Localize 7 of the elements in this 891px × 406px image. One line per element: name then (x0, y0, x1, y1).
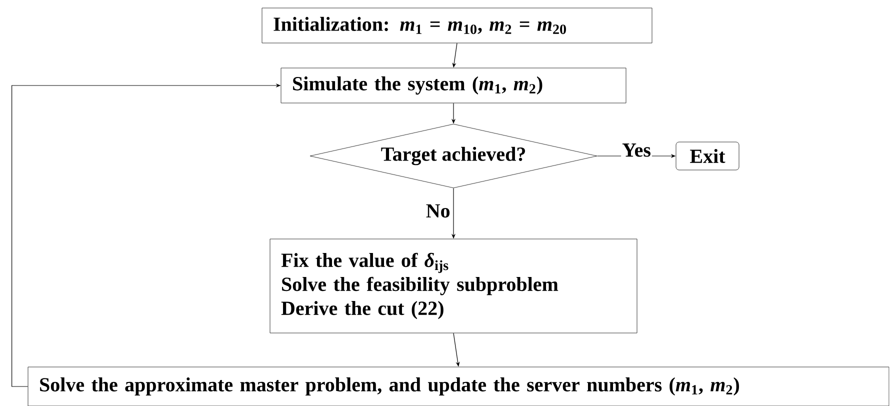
process-box: Simulate the system (m$_{1}$, m$_{2}$) (280, 68, 626, 104)
process-box: Solve the approximate master problem, and update the server numbers (m$_{1}$, m$_{2}$) (28, 366, 890, 406)
process-box: Initialization: m$_{1}$ = m$_{10}$, m$_{2}$ = m$_{20}$ (262, 8, 652, 44)
process-box: Fix the value of δ$_{ijs}$ Solve the feasibility subproblem Derive the cut (22) (270, 238, 638, 334)
terminal-box: Exit (676, 142, 740, 170)
edge-label: Yes (621, 142, 652, 158)
edge-label: No (424, 203, 452, 219)
